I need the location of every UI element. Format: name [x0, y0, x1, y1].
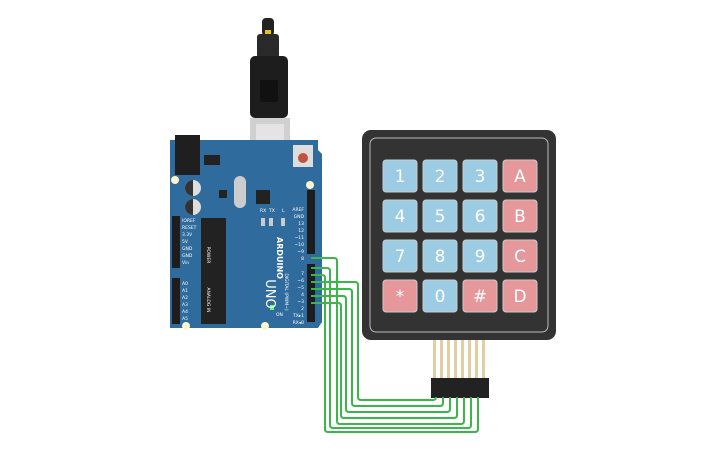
arduino-uno-board[interactable]: ARDUINO UNO DIGITAL (PWM~) POWER ANALOG … — [170, 135, 322, 330]
wire-pin-4[interactable] — [311, 288, 444, 407]
key-1[interactable]: 1 — [382, 159, 418, 193]
digital-pin-label: RX◂0 — [293, 320, 304, 326]
key-label: A — [514, 167, 526, 187]
key-6[interactable]: 6 — [462, 199, 498, 233]
analog-label: ANALOG IN — [205, 287, 211, 312]
led-label: TX — [268, 208, 275, 214]
wire-pin-5[interactable] — [311, 281, 437, 401]
led-label: L — [282, 208, 285, 214]
power-pin-label: Vin — [182, 260, 189, 266]
digital-pin-label: 7 — [301, 271, 304, 277]
digital-pin-label: 8 — [301, 256, 304, 262]
power-pin-label: RESET — [182, 225, 197, 231]
key-label: * — [396, 287, 405, 307]
digital-pin-label: 2 — [301, 306, 304, 312]
digital-pin-label: 12 — [298, 228, 304, 234]
key-label: 1 — [395, 167, 406, 187]
key-9[interactable]: 9 — [462, 239, 498, 273]
led-label: RX — [260, 208, 266, 214]
wire-pin-7[interactable] — [311, 267, 472, 429]
analog-pin-label: A4 — [182, 309, 188, 315]
power-header — [172, 216, 180, 268]
keypad-connector — [431, 378, 489, 398]
key-0[interactable]: 0 — [422, 279, 458, 313]
digital-header-high — [307, 190, 315, 254]
digital-pin-label: ~5 — [297, 285, 304, 291]
power-jack — [175, 135, 200, 175]
wire-pin-8[interactable] — [311, 257, 465, 425]
wire-pin-3[interactable] — [311, 295, 451, 413]
digital-pin-label: 13 — [298, 221, 304, 227]
power-pin-label: GND — [182, 246, 193, 252]
key-label: 4 — [395, 207, 406, 227]
key-4[interactable]: 4 — [382, 199, 418, 233]
power-pin-label: 3.3V — [182, 232, 193, 238]
power-pin-label: IOREF — [182, 218, 196, 224]
key-label: 7 — [395, 247, 406, 267]
key-D[interactable]: D — [502, 279, 538, 313]
atmega-chip — [201, 218, 226, 324]
digital-pin-label: ~6 — [297, 278, 304, 284]
key-#[interactable]: # — [462, 279, 498, 313]
analog-pin-label: A3 — [182, 302, 188, 308]
digital-pin-label: TX▸1 — [292, 313, 304, 319]
key-label: 0 — [435, 287, 446, 307]
keypad-4x4[interactable]: 1 2 3 A 4 5 6 B 7 8 9 C * 0 # D — [362, 130, 556, 398]
digital-pin-label: 4 — [301, 292, 304, 298]
analog-pin-label: A5 — [182, 316, 188, 322]
digital-pin-label: ~10 — [295, 242, 305, 248]
key-label: C — [514, 247, 526, 267]
analog-pin-label: A1 — [182, 288, 188, 294]
led-label: ON — [276, 312, 283, 318]
digital-pin-label: GND — [294, 214, 305, 220]
key-label: # — [473, 287, 487, 307]
key-label: 2 — [435, 167, 446, 187]
key-label: B — [514, 207, 526, 227]
digital-pin-label: ~3 — [297, 299, 304, 305]
power-pin-label: 5V — [182, 239, 189, 245]
key-label: 6 — [475, 207, 486, 227]
digital-label: DIGITAL (PWM~) — [283, 273, 289, 311]
analog-pin-label: A0 — [182, 281, 188, 287]
key-8[interactable]: 8 — [422, 239, 458, 273]
key-label: 9 — [475, 247, 486, 267]
crystal — [234, 176, 246, 208]
key-B[interactable]: B — [502, 199, 538, 233]
key-label: 5 — [435, 207, 446, 227]
digital-pin-label: ~11 — [295, 235, 305, 241]
digital-header-low — [307, 264, 315, 322]
wire-pin-2[interactable] — [311, 302, 458, 419]
key-label: D — [513, 287, 526, 307]
analog-pin-label: A2 — [182, 295, 188, 301]
wire-pin-6[interactable] — [311, 274, 479, 433]
key-*[interactable]: * — [382, 279, 418, 313]
key-2[interactable]: 2 — [422, 159, 458, 193]
key-A[interactable]: A — [502, 159, 538, 193]
key-label: 3 — [475, 167, 486, 187]
board-brand: ARDUINO — [275, 237, 284, 279]
digital-pin-label: AREF — [292, 207, 304, 213]
power-label: POWER — [205, 247, 211, 264]
power-pin-label: GND — [182, 253, 193, 259]
board-model: UNO — [262, 279, 277, 308]
key-C[interactable]: C — [502, 239, 538, 273]
key-5[interactable]: 5 — [422, 199, 458, 233]
key-3[interactable]: 3 — [462, 159, 498, 193]
wires — [311, 257, 479, 433]
analog-header — [172, 278, 180, 324]
digital-pin-label: ~9 — [297, 249, 304, 255]
key-7[interactable]: 7 — [382, 239, 418, 273]
key-label: 8 — [435, 247, 446, 267]
